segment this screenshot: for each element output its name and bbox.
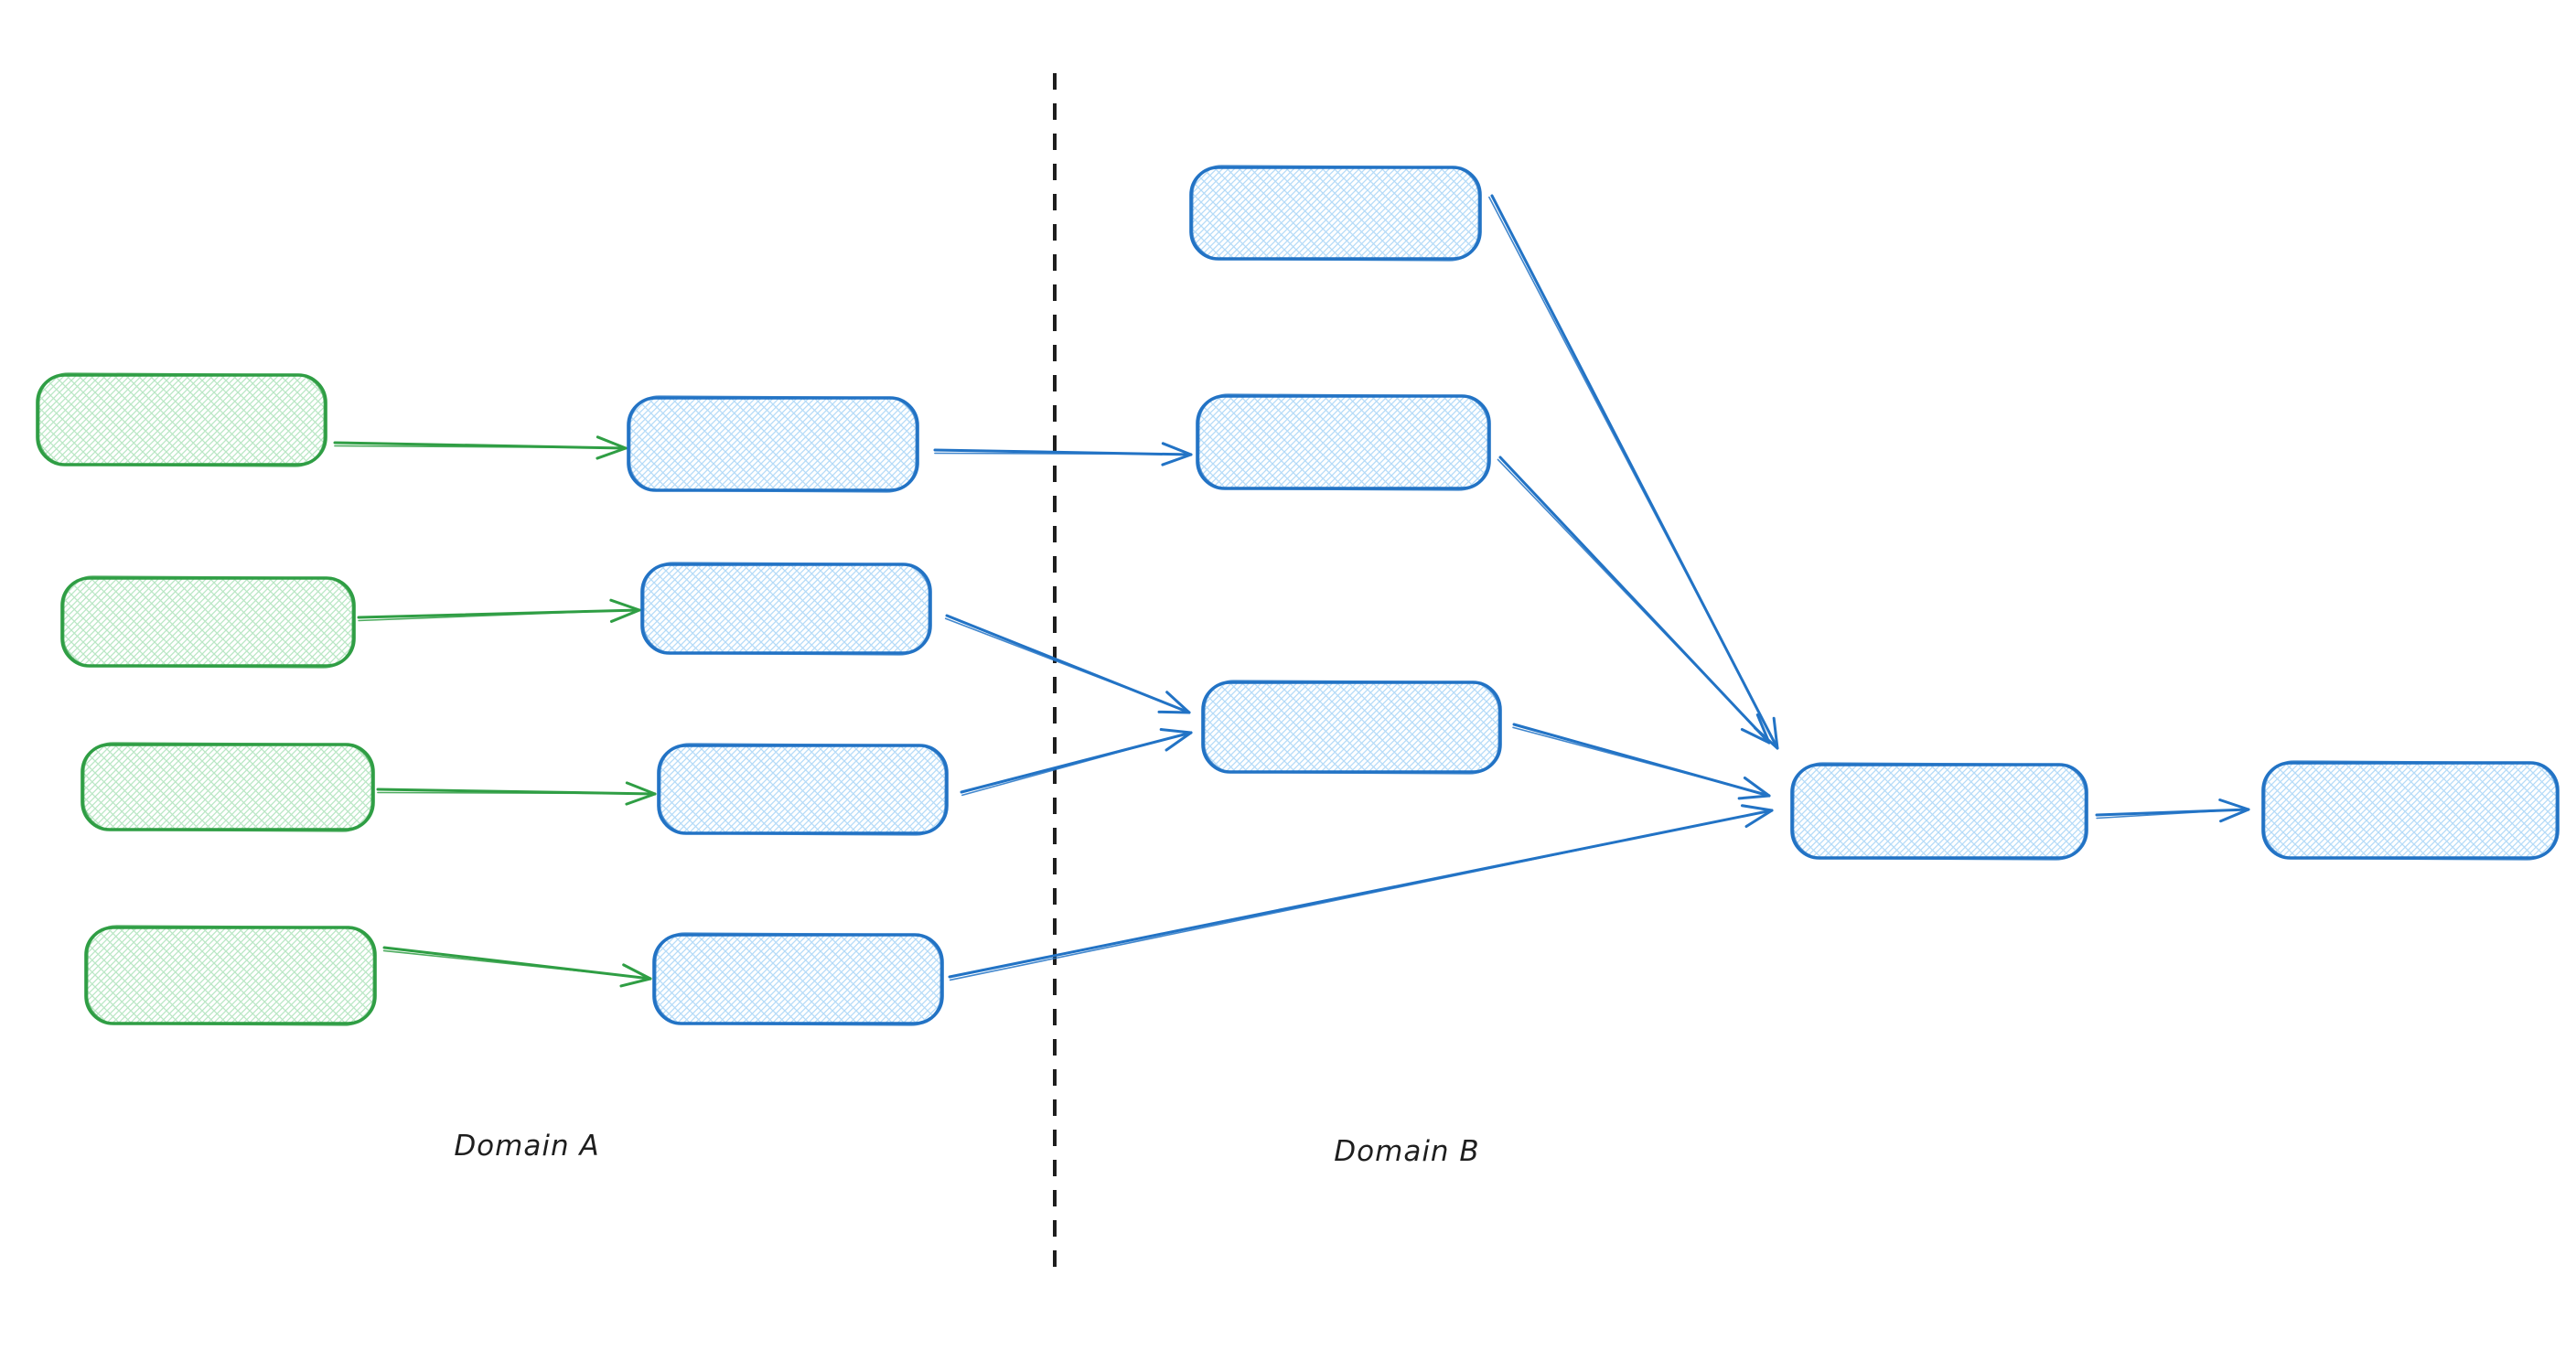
edge-stage3-to-node3[interactable] bbox=[960, 727, 1193, 797]
edge-stage4-to-hub[interactable] bbox=[948, 804, 1774, 981]
node-domain-a-stage-1[interactable] bbox=[627, 395, 919, 493]
node-domain-a-stage-4[interactable] bbox=[652, 932, 944, 1026]
node-domain-a-stage-3[interactable] bbox=[657, 743, 949, 836]
node-domain-b-output[interactable] bbox=[2261, 760, 2560, 861]
edge-stage2-to-node3[interactable] bbox=[944, 614, 1191, 714]
node-domain-a-source-1[interactable] bbox=[36, 372, 327, 467]
node-domain-a-stage-2[interactable] bbox=[640, 562, 932, 656]
edge-source2-to-stage2[interactable] bbox=[357, 598, 641, 623]
node-domain-b-node-2[interactable] bbox=[1196, 393, 1491, 491]
node-domain-a-source-3[interactable] bbox=[80, 742, 375, 832]
edge-stage1-to-node2[interactable] bbox=[933, 442, 1193, 466]
edge-node1-to-hub[interactable] bbox=[1488, 194, 1779, 750]
node-domain-b-node-1[interactable] bbox=[1189, 165, 1482, 262]
edge-node3-to-hub[interactable] bbox=[1512, 723, 1771, 800]
node-domain-b-node-3[interactable] bbox=[1201, 680, 1502, 775]
edge-source3-to-stage3[interactable] bbox=[376, 781, 657, 806]
node-domain-a-source-2[interactable] bbox=[60, 575, 356, 669]
label-domain-b[interactable]: Domain B bbox=[1334, 1135, 1479, 1168]
label-domain-a[interactable]: Domain A bbox=[454, 1130, 599, 1163]
node-domain-b-hub[interactable] bbox=[1790, 762, 2088, 861]
edge-source4-to-stage4[interactable] bbox=[382, 946, 652, 988]
edge-source1-to-stage1[interactable] bbox=[333, 435, 628, 460]
edge-hub-to-output[interactable] bbox=[2095, 798, 2250, 823]
edge-node2-to-hub[interactable] bbox=[1497, 456, 1771, 745]
node-domain-a-source-4[interactable] bbox=[84, 925, 377, 1026]
